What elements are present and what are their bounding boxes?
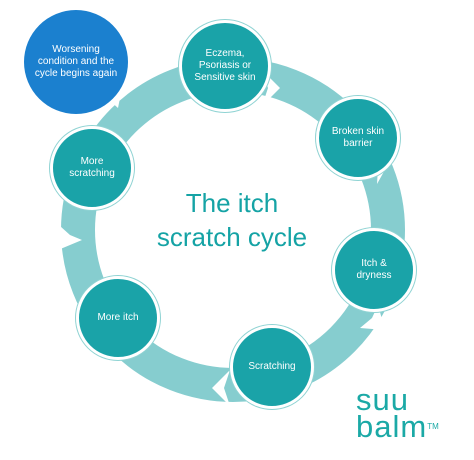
step-label: Worsening condition and the cycle begins…: [34, 44, 118, 79]
step-label: Broken skin barrier: [331, 126, 385, 149]
step-itch-dryness: Itch & dryness: [332, 228, 416, 312]
step-more-itch: More itch: [76, 276, 160, 360]
step-scratching: Scratching: [230, 325, 314, 409]
step-more-scratching: More scratching: [50, 126, 134, 210]
trademark-mark: TM: [427, 422, 439, 431]
diagram-title: The itch scratch cycle: [127, 186, 337, 254]
logo-line-1: suu: [356, 382, 409, 417]
direction-arrow-icon: [212, 370, 230, 406]
title-line-1: The itch: [185, 188, 279, 218]
step-label: Itch & dryness: [356, 258, 392, 281]
direction-arrow-icon: [58, 226, 82, 250]
step-worsening-condition: Worsening condition and the cycle begins…: [24, 10, 128, 114]
step-broken-skin-barrier: Broken skin barrier: [316, 96, 400, 180]
step-eczema-psoriasis: Eczema, Psoriasis or Sensitive skin: [179, 20, 271, 112]
step-label: More itch: [97, 312, 139, 323]
step-label: Eczema, Psoriasis or Sensitive skin: [194, 48, 256, 83]
title-line-2: scratch cycle: [156, 222, 308, 252]
suu-balm-logo: suu balmTM: [356, 382, 439, 442]
logo-line-2: balm: [356, 409, 428, 444]
step-label: Scratching: [248, 361, 296, 372]
step-label: More scratching: [69, 156, 115, 179]
